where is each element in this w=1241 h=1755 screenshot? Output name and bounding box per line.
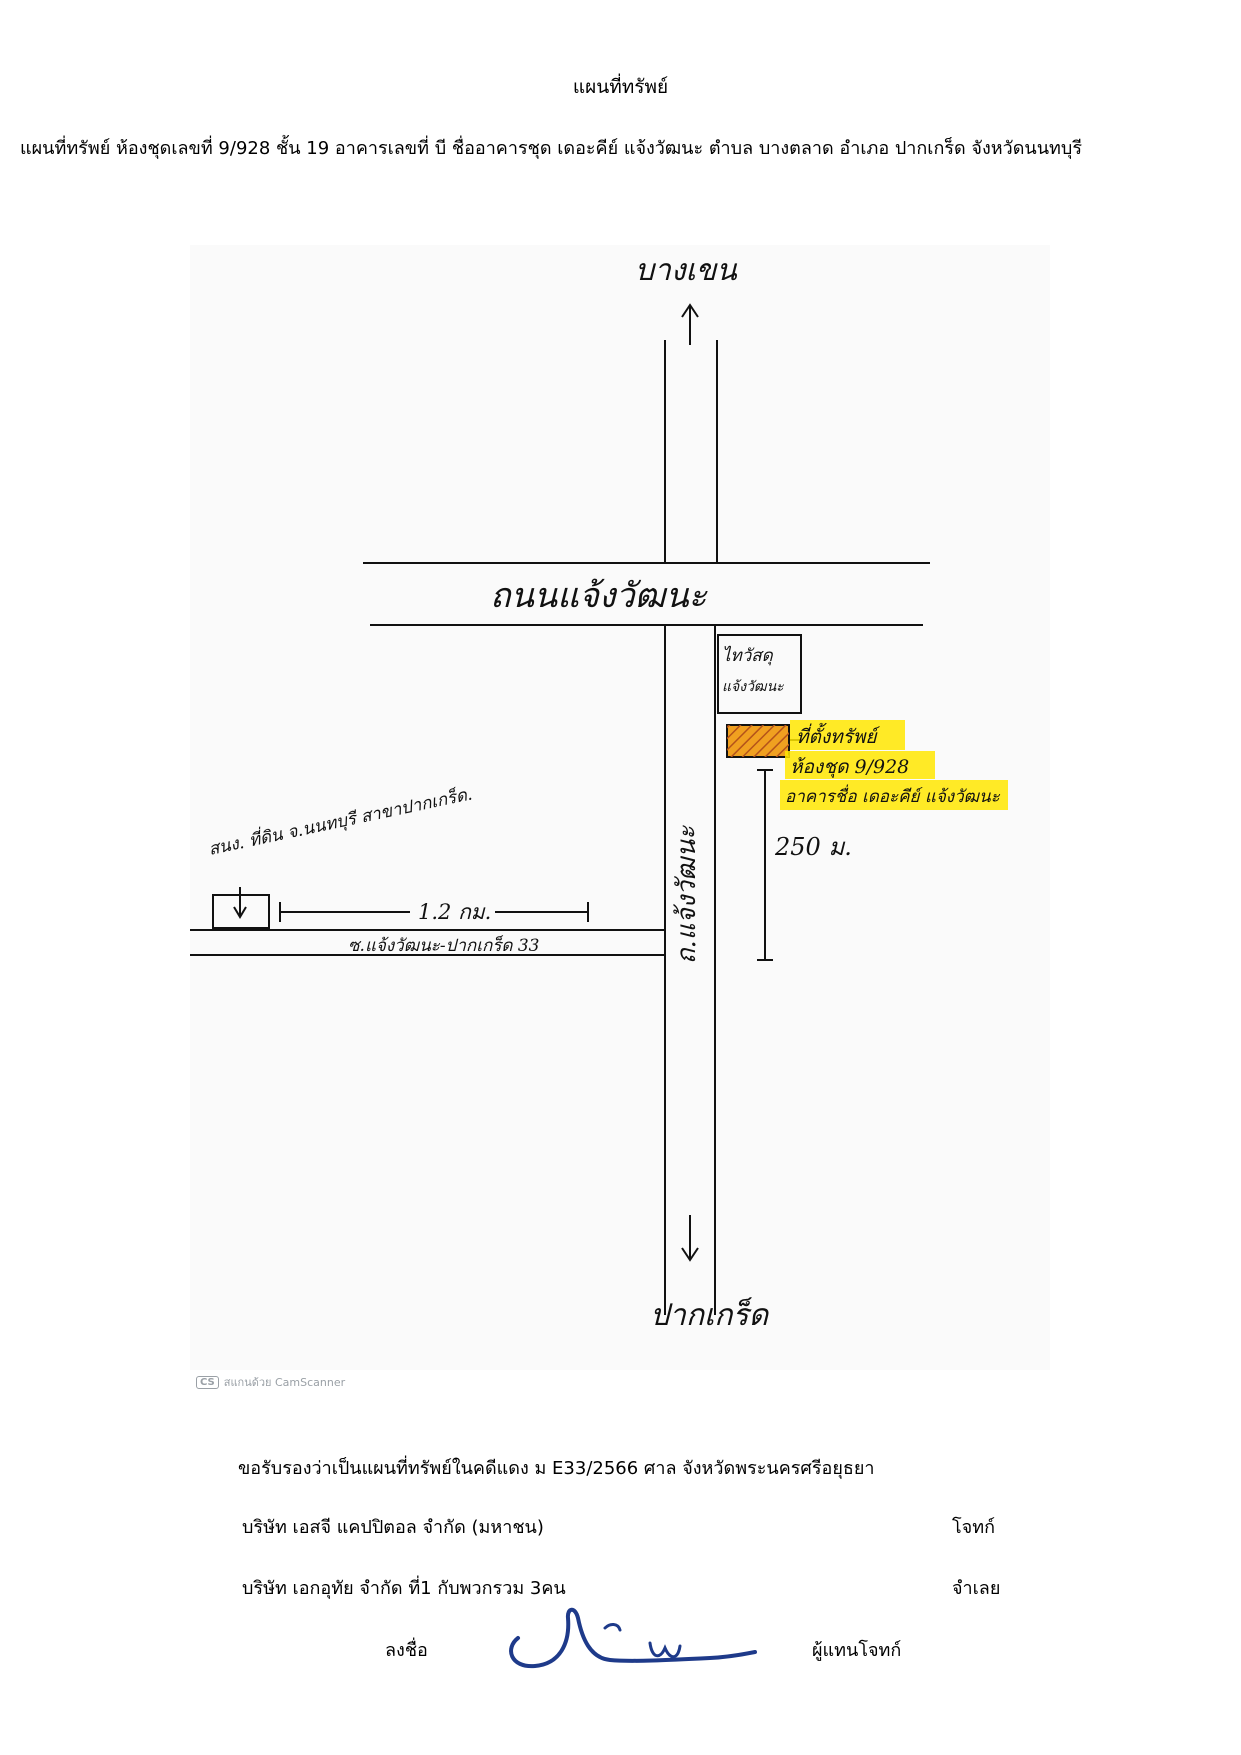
map-drawing: บางเขน ถนนแจ้งวัฒนะ ถ.แจ้งวัฒนะ ปากเกร็ด… — [190, 253, 1008, 1333]
soi-road-label: ซ.แจ้งวัฒนะ-ปากเกร็ด 33 — [348, 935, 540, 956]
party-role: โจทก์ — [952, 1517, 995, 1538]
landmark-box — [717, 634, 802, 714]
distance-label: 250 ม. — [774, 833, 852, 861]
document-subtitle: แผนที่ทรัพย์ ห้องชุดเลขที่ 9/928 ชั้น 19… — [20, 138, 1082, 159]
sign-label: ลงชื่อ — [385, 1640, 428, 1661]
highlight-line-2 — [785, 751, 935, 779]
property-label-line-2: ห้องชุด 9/928 — [790, 756, 909, 778]
camscanner-logo-icon: CS — [196, 1375, 219, 1389]
vertical-road-label: ถ.แจ้งวัฒนะ — [672, 825, 702, 965]
land-office-box — [212, 894, 270, 929]
south-destination-label: ปากเกร็ด — [650, 1297, 770, 1333]
party-name: บริษัท เอกอุทัย จำกัด ที่1 กับพวกรวม 3คน — [242, 1578, 566, 1599]
highlight-line-3 — [780, 780, 1008, 810]
property-label-line-1: ที่ตั้งทรัพย์ — [796, 722, 881, 748]
party-name: บริษัท เอสจี แคปปิตอล จำกัด (มหาชน) — [242, 1517, 544, 1538]
landmark-label-line-2: แจ้งวัฒนะ — [722, 679, 784, 695]
property-map: บางเขน ถนนแจ้งวัฒนะ ถ.แจ้งวัฒนะ ปากเกร็ด… — [190, 245, 1050, 1370]
handwritten-signature — [509, 1607, 757, 1669]
highlight-line-1 — [790, 720, 905, 750]
page-title: แผนที่ทรัพย์ — [572, 76, 669, 98]
party-role: จำเลย — [952, 1578, 1001, 1599]
camscanner-text: สแกนด้วย CamScanner — [223, 1376, 346, 1389]
party-row-plaintiff: บริษัท เอสจี แคปปิตอล จำกัด (มหาชน) โจทก… — [242, 1512, 995, 1541]
property-label-line-3: อาคารชื่อ เดอะคีย์ แจ้งวัฒนะ — [785, 784, 1001, 807]
sign-role: ผู้แทนโจทก์ — [812, 1640, 902, 1661]
office-distance-label: 1.2 กม. — [418, 900, 491, 924]
certification-statement: ขอรับรองว่าเป็นแผนที่ทรัพย์ในคดีแดง ม E3… — [238, 1458, 875, 1479]
main-road-label: ถนนแจ้งวัฒนะ — [490, 576, 709, 616]
land-office-label: สนง. ที่ดิน จ.นนทบุรี สาขาปากเกร็ด. — [206, 781, 474, 859]
camscanner-watermark: CS สแกนด้วย CamScanner — [196, 1373, 345, 1391]
landmark-label-line-1: ไทวัสดุ — [722, 645, 774, 666]
party-row-defendant: บริษัท เอกอุทัย จำกัด ที่1 กับพวกรวม 3คน… — [242, 1573, 1000, 1602]
north-destination-label: บางเขน — [635, 253, 738, 288]
